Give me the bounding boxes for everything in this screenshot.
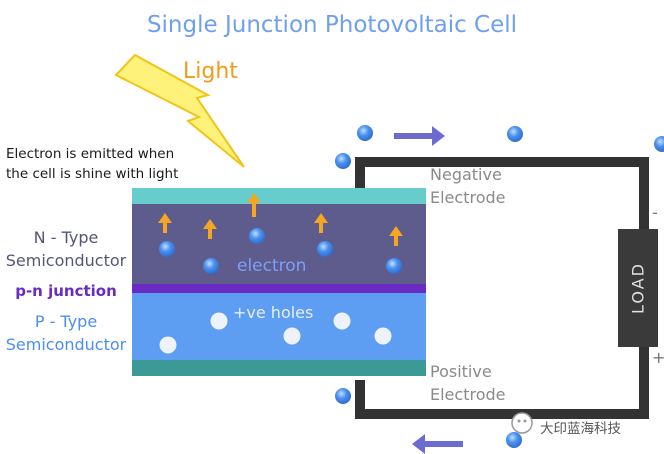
- negative-electrode-line-1: Negative: [430, 165, 502, 184]
- n-contact-layer: [132, 188, 426, 204]
- emission-note-line-1: Electron is emitted when: [6, 146, 175, 162]
- p-type-label-line-2: Semiconductor: [5, 335, 127, 354]
- electrons-in-n-layer: [159, 228, 402, 274]
- electron-dot: [654, 136, 664, 152]
- plus-terminal-sign: +: [652, 348, 664, 367]
- p-type-label-line-1: P - Type: [34, 312, 98, 331]
- up-arrow-icon: [158, 213, 172, 233]
- electron-label: electron: [237, 256, 307, 276]
- lightning-bolt-icon: [114, 53, 245, 168]
- electron-dot: [506, 432, 522, 448]
- pn-junction-layer: [132, 284, 426, 293]
- electron-dot: [357, 125, 373, 141]
- page-title: Single Junction Photovoltaic Cell: [146, 12, 518, 38]
- hole-dot: [210, 312, 228, 330]
- electrons-in-circuit: [335, 125, 664, 448]
- negative-electrode-line-2: Electrode: [430, 188, 506, 207]
- light-label: Light: [183, 59, 238, 84]
- hole-dot: [333, 312, 351, 330]
- electron-dot: [249, 228, 265, 244]
- load-box: [618, 229, 658, 347]
- p-contact-layer: [132, 360, 426, 376]
- load-label: LOAD: [628, 262, 648, 314]
- electron-dot: [317, 241, 333, 257]
- n-type-layer: [132, 204, 426, 284]
- holes-in-p-layer: [159, 312, 392, 354]
- up-arrow-icon: [389, 226, 403, 246]
- emission-arrows: [158, 193, 403, 246]
- load-label-container: LOAD: [618, 229, 658, 347]
- wechat-icon: [511, 412, 533, 434]
- up-arrow-icon: [203, 219, 217, 239]
- positive-electrode-line-2: Electrode: [430, 385, 506, 404]
- pn-junction-label: p-n junction: [15, 282, 117, 300]
- up-arrow-icon: [247, 193, 261, 217]
- n-type-label-line-2: Semiconductor: [5, 251, 127, 270]
- n-type-label: N - Type Semiconductor: [0, 226, 132, 272]
- electron-dot: [507, 126, 523, 142]
- electron-dot: [203, 258, 219, 274]
- electron-dot: [386, 258, 402, 274]
- up-arrow-icon: [314, 213, 328, 233]
- positive-electrode-label: Positive Electrode: [430, 360, 505, 406]
- electron-dot: [335, 388, 351, 404]
- emission-note-line-2: the cell is shine with light: [6, 166, 179, 182]
- electron-dot: [335, 153, 351, 169]
- watermark-text: 大印蓝海科技: [540, 421, 621, 437]
- arrow-left-icon: [412, 434, 463, 454]
- hole-dot: [159, 336, 177, 354]
- n-type-label-line-1: N - Type: [33, 228, 99, 247]
- negative-electrode-label: Negative Electrode: [430, 163, 505, 209]
- electron-dot: [159, 241, 175, 257]
- p-type-layer: [132, 293, 426, 360]
- hole-dot: [374, 327, 392, 345]
- minus-terminal-sign: -: [652, 203, 658, 222]
- hole-dot: [283, 327, 301, 345]
- positive-electrode-line-1: Positive: [430, 362, 492, 381]
- holes-label: +ve holes: [233, 303, 314, 322]
- arrow-right-icon: [394, 126, 445, 146]
- p-type-label: P - Type Semiconductor: [0, 310, 132, 356]
